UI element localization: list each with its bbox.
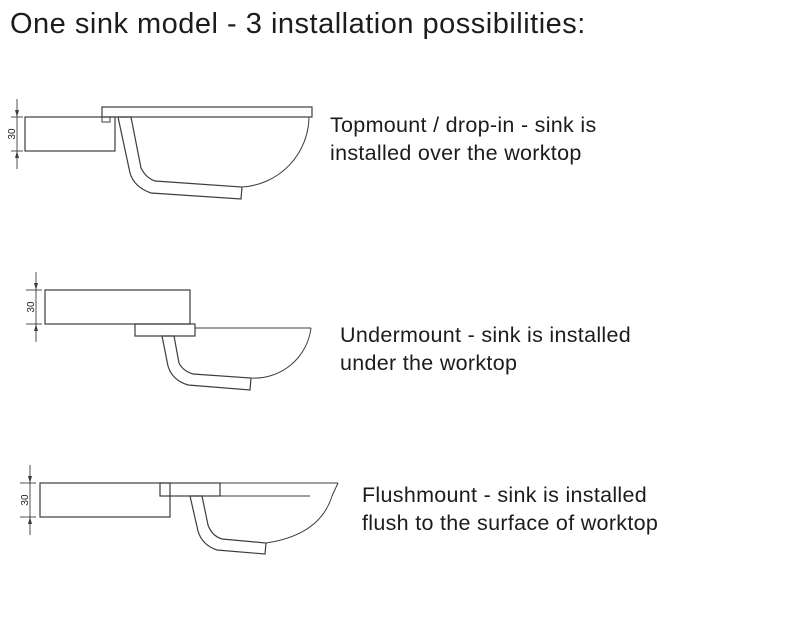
dimension-30: 30 [20, 465, 36, 535]
dimension-30: 30 [7, 99, 23, 169]
bowl-inner-arc [241, 116, 310, 188]
undermount-caption-line2: under the worktop [340, 350, 518, 375]
topmount-cross-section-drawing: 30 [7, 99, 313, 200]
undermount-caption-line1: Undermount - sink is installed [340, 323, 632, 347]
flushmount-cross-section-drawing: 30 [20, 465, 339, 555]
sink-rim [101, 106, 313, 118]
dimension-label: 30 [26, 301, 37, 313]
sink-rim [159, 482, 221, 497]
flushmount-caption: Flushmount - sink is installed flush to … [362, 482, 658, 537]
rim-right-edge [331, 482, 339, 497]
dimension-30: 30 [26, 272, 42, 342]
dimension-label: 30 [20, 494, 31, 506]
flushmount-caption-line2: flush to the surface of worktop [362, 510, 659, 535]
bowl-inner-arc [265, 495, 333, 544]
worktop-section [39, 482, 171, 518]
undermount-cross-section-drawing: 30 [26, 272, 312, 391]
worktop-section [44, 289, 191, 325]
topmount-caption: Topmount / drop-in - sink is installed o… [330, 112, 597, 167]
bowl-inner-arc [250, 327, 312, 379]
sink-wall-section [161, 335, 252, 391]
topmount-caption-line1: Topmount / drop-in - sink is [330, 113, 597, 137]
topmount-caption-line2: installed over the worktop [330, 140, 582, 165]
sink-wall-section [117, 116, 243, 200]
dimension-label: 30 [7, 128, 18, 140]
undermount-caption: Undermount - sink is installed under the… [340, 322, 631, 377]
worktop-section [24, 116, 116, 152]
flushmount-caption-line1: Flushmount - sink is installed [362, 483, 648, 507]
sink-rim [134, 323, 196, 337]
page-title: One sink model - 3 installation possibil… [10, 8, 586, 40]
sink-rim-lip [101, 116, 111, 123]
sink-wall-section [189, 495, 267, 555]
